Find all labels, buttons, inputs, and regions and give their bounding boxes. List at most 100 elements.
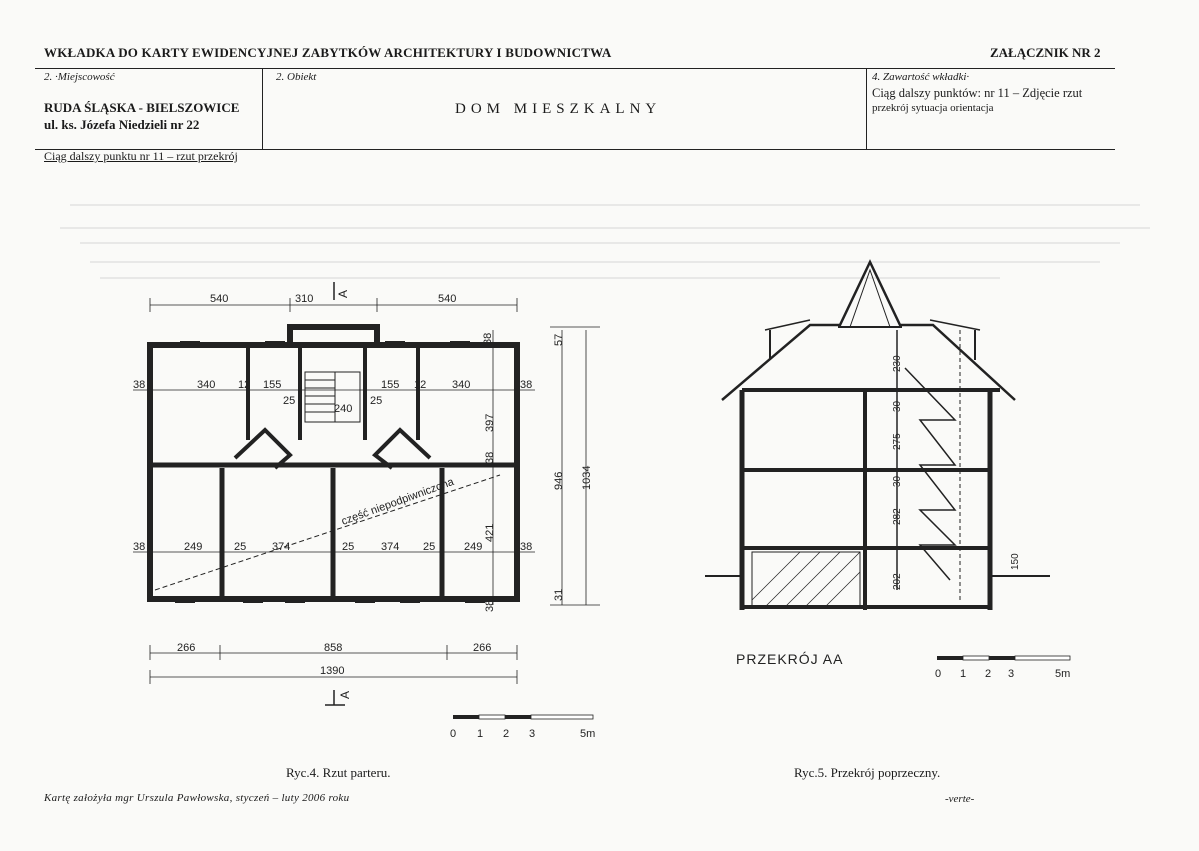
figure-caption-section: Ryc.5. Przekrój poprzeczny. — [794, 765, 941, 780]
dim-label: 240 — [334, 403, 352, 415]
dim-label: 31 — [553, 589, 565, 601]
content-value: Ciąg dalszy punktów: nr 11 – Zdjęcie rzu… — [872, 86, 1112, 116]
scale-segment — [478, 714, 506, 720]
scale-tick: 0 — [935, 668, 941, 680]
plan-scale-bar: 0 1 2 3 5m — [450, 714, 595, 740]
plan-dimension-lines — [133, 298, 600, 684]
scale-tick: 2 — [503, 728, 509, 740]
dim-label: 946 — [553, 472, 565, 490]
dim-label: 230 — [892, 355, 903, 372]
scale-tick: 5m — [580, 728, 595, 740]
dim-label: 25 — [423, 541, 435, 553]
content-line-1: Ciąg dalszy punktów: nr 11 – Zdjęcie rzu… — [872, 86, 1083, 100]
section-marker: A — [338, 691, 352, 699]
dim-label: 1390 — [320, 665, 344, 677]
plan-outer-wall — [147, 342, 520, 602]
scale-segment — [505, 715, 531, 719]
plan-staircase — [304, 371, 361, 423]
dim-label: 30 — [892, 475, 903, 487]
location-value: RUDA ŚLĄSKA - BIELSZOWICE ul. ks. Józefa… — [44, 99, 239, 133]
dim-label: 266 — [177, 642, 195, 654]
plan-hall-wall — [371, 427, 432, 470]
verte-note: -verte- — [945, 793, 975, 805]
unbasemented-line — [154, 474, 501, 591]
dim-label: 25 — [370, 395, 382, 407]
dim-label: 421 — [484, 524, 496, 542]
location-label: 2. ·Miejscowość — [44, 71, 115, 83]
dim-label: 38 — [133, 541, 145, 553]
floor-plan — [133, 282, 600, 706]
dim-label: 397 — [484, 414, 496, 432]
scan-noise — [60, 204, 1150, 279]
object-label: 2. Obiekt — [276, 71, 317, 83]
content-line-2: przekrój sytuacja orientacja — [872, 102, 994, 114]
section-stairs — [904, 367, 957, 581]
section-dormer — [769, 330, 976, 360]
dim-label: 12 — [238, 379, 250, 391]
dim-label: 374 — [272, 541, 290, 553]
section-title: PRZEKRÓJ AA — [736, 651, 843, 667]
dim-label: 25 — [342, 541, 354, 553]
section-marker: A — [336, 290, 350, 298]
dim-label: 57 — [553, 334, 565, 346]
dim-label: 310 — [295, 293, 313, 305]
scale-segment — [1014, 655, 1071, 661]
scale-tick: 1 — [477, 728, 483, 740]
plan-hall-wall — [233, 427, 293, 470]
dim-label: 38 — [133, 379, 145, 391]
dim-label: 38 — [520, 541, 532, 553]
dim-label: 249 — [464, 541, 482, 553]
scale-tick: 1 — [960, 668, 966, 680]
scale-tick: 3 — [529, 728, 535, 740]
dim-label: 266 — [473, 642, 491, 654]
dim-label: 540 — [210, 293, 228, 305]
scale-tick: 0 — [450, 728, 456, 740]
dim-label: 155 — [263, 379, 281, 391]
dim-label: 38 — [520, 379, 532, 391]
dim-label: 282 — [892, 508, 903, 525]
dim-label: 1034 — [581, 466, 593, 490]
figure-caption-plan: Ryc.4. Rzut parteru. — [286, 765, 391, 780]
section-roof — [721, 259, 1016, 401]
dim-label: 38 — [482, 333, 494, 345]
section-truss — [849, 268, 891, 328]
dim-label: 858 — [324, 642, 342, 654]
dim-label: 38 — [484, 600, 496, 612]
dim-label: 12 — [414, 379, 426, 391]
dim-label: 30 — [892, 400, 903, 412]
section-eaves — [764, 319, 981, 331]
dim-label: 38 — [484, 452, 496, 464]
scale-tick: 5m — [1055, 668, 1070, 680]
location-street: ul. ks. Józefa Niedzieli nr 22 — [44, 117, 200, 132]
scale-segment — [989, 656, 1015, 660]
scale-segment — [962, 655, 990, 661]
card-title: WKŁADKA DO KARTY EWIDENCYJNEJ ZABYTKÓW A… — [44, 45, 612, 60]
drawing-sheet: 540 310 540 A 38 340 12 155 155 12 340 3… — [60, 204, 1150, 740]
dim-label: 150 — [1010, 553, 1021, 570]
scale-tick: 2 — [985, 668, 991, 680]
section-scale-bar: 0 1 2 3 5m — [935, 655, 1071, 680]
dim-label: 155 — [381, 379, 399, 391]
subheading: Ciąg dalszy punktu nr 11 – rzut przekrój — [44, 149, 238, 163]
dim-label: 25 — [283, 395, 295, 407]
field-divider — [866, 69, 867, 149]
cross-section — [705, 259, 1050, 610]
section-dimension-labels: 230 30 275 30 282 202 150 — [892, 355, 1021, 590]
section-basement — [751, 551, 861, 608]
stair-projection — [287, 324, 380, 345]
scale-segment — [530, 714, 594, 720]
annex-number: ZAŁĄCZNIK NR 2 — [990, 45, 1101, 60]
dim-label: 249 — [184, 541, 202, 553]
dim-label: 340 — [452, 379, 470, 391]
unbasemented-note: część niepodpiwniczona — [340, 476, 456, 528]
dim-label: 340 — [197, 379, 215, 391]
plan-windows — [175, 341, 485, 603]
header-fields-box — [35, 68, 1115, 150]
scale-tick: 3 — [1008, 668, 1014, 680]
section-marker-lines — [325, 282, 345, 706]
dim-label: 540 — [438, 293, 456, 305]
location-city: RUDA ŚLĄSKA - BIELSZOWICE — [44, 100, 240, 115]
content-label: 4. Zawartość wkładki· — [872, 71, 970, 83]
dim-label: 275 — [892, 433, 903, 450]
section-basement-hatch — [751, 551, 861, 608]
